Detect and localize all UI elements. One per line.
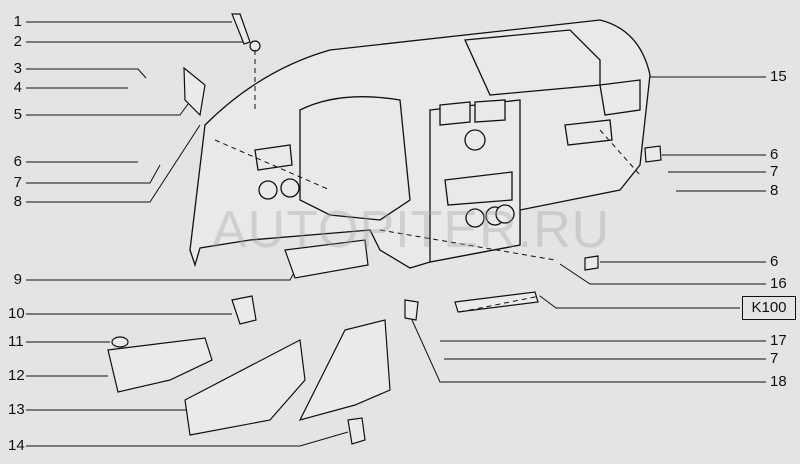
- label-7: 7: [13, 174, 22, 191]
- part-10-clip: [231, 295, 257, 325]
- part-13b-trim: [298, 319, 391, 421]
- ref-box-k100: K100: [742, 296, 796, 320]
- dashboard-panel: [189, 19, 651, 269]
- label-7-right: 7: [770, 163, 779, 180]
- part-14-clip: [347, 417, 366, 445]
- part-13-trim: [184, 339, 306, 436]
- label-17: 17: [770, 332, 787, 349]
- label-15: 15: [770, 68, 787, 85]
- leader-14: [26, 431, 349, 447]
- part-6b-clip: [584, 255, 599, 271]
- label-14: 14: [8, 437, 25, 454]
- part-11-nut: [111, 336, 129, 348]
- label-5: 5: [13, 106, 22, 123]
- label-6: 6: [13, 153, 22, 170]
- label-8-right: 8: [770, 182, 779, 199]
- watermark: AUTOPITER.RU: [212, 201, 611, 259]
- part-5-bracket: [183, 66, 206, 117]
- label-6-right-lower: 6: [770, 253, 779, 270]
- label-1: 1: [13, 13, 22, 30]
- label-8: 8: [13, 193, 22, 210]
- label-16: 16: [770, 275, 787, 292]
- part-9-bracket: [284, 239, 369, 279]
- label-10: 10: [8, 305, 25, 322]
- label-4: 4: [13, 79, 22, 96]
- label-3: 3: [13, 60, 22, 77]
- part-2-nut: [249, 40, 261, 52]
- leader-13: [26, 389, 207, 411]
- label-18: 18: [770, 373, 787, 390]
- label-11: 11: [8, 333, 24, 350]
- label-13: 13: [8, 401, 25, 418]
- label-7-right-lower: 7: [770, 350, 779, 367]
- leader-16: [559, 263, 766, 285]
- leader-3: [26, 68, 147, 79]
- label-2: 2: [13, 33, 22, 50]
- leader-7: [26, 164, 161, 184]
- leader-9: [26, 261, 301, 281]
- leader-5: [26, 103, 189, 116]
- part-12-cover: [107, 337, 213, 393]
- label-9: 9: [13, 271, 22, 288]
- label-12: 12: [8, 367, 25, 384]
- leader-18: [411, 319, 766, 383]
- part-k100-bar: [454, 291, 539, 313]
- part-6-clip: [644, 145, 662, 163]
- part-1-bolt: [231, 13, 251, 45]
- label-6-right: 6: [770, 146, 779, 163]
- leader-k100: [539, 295, 740, 309]
- leader-8: [26, 124, 201, 203]
- part-18-bracket: [404, 299, 419, 321]
